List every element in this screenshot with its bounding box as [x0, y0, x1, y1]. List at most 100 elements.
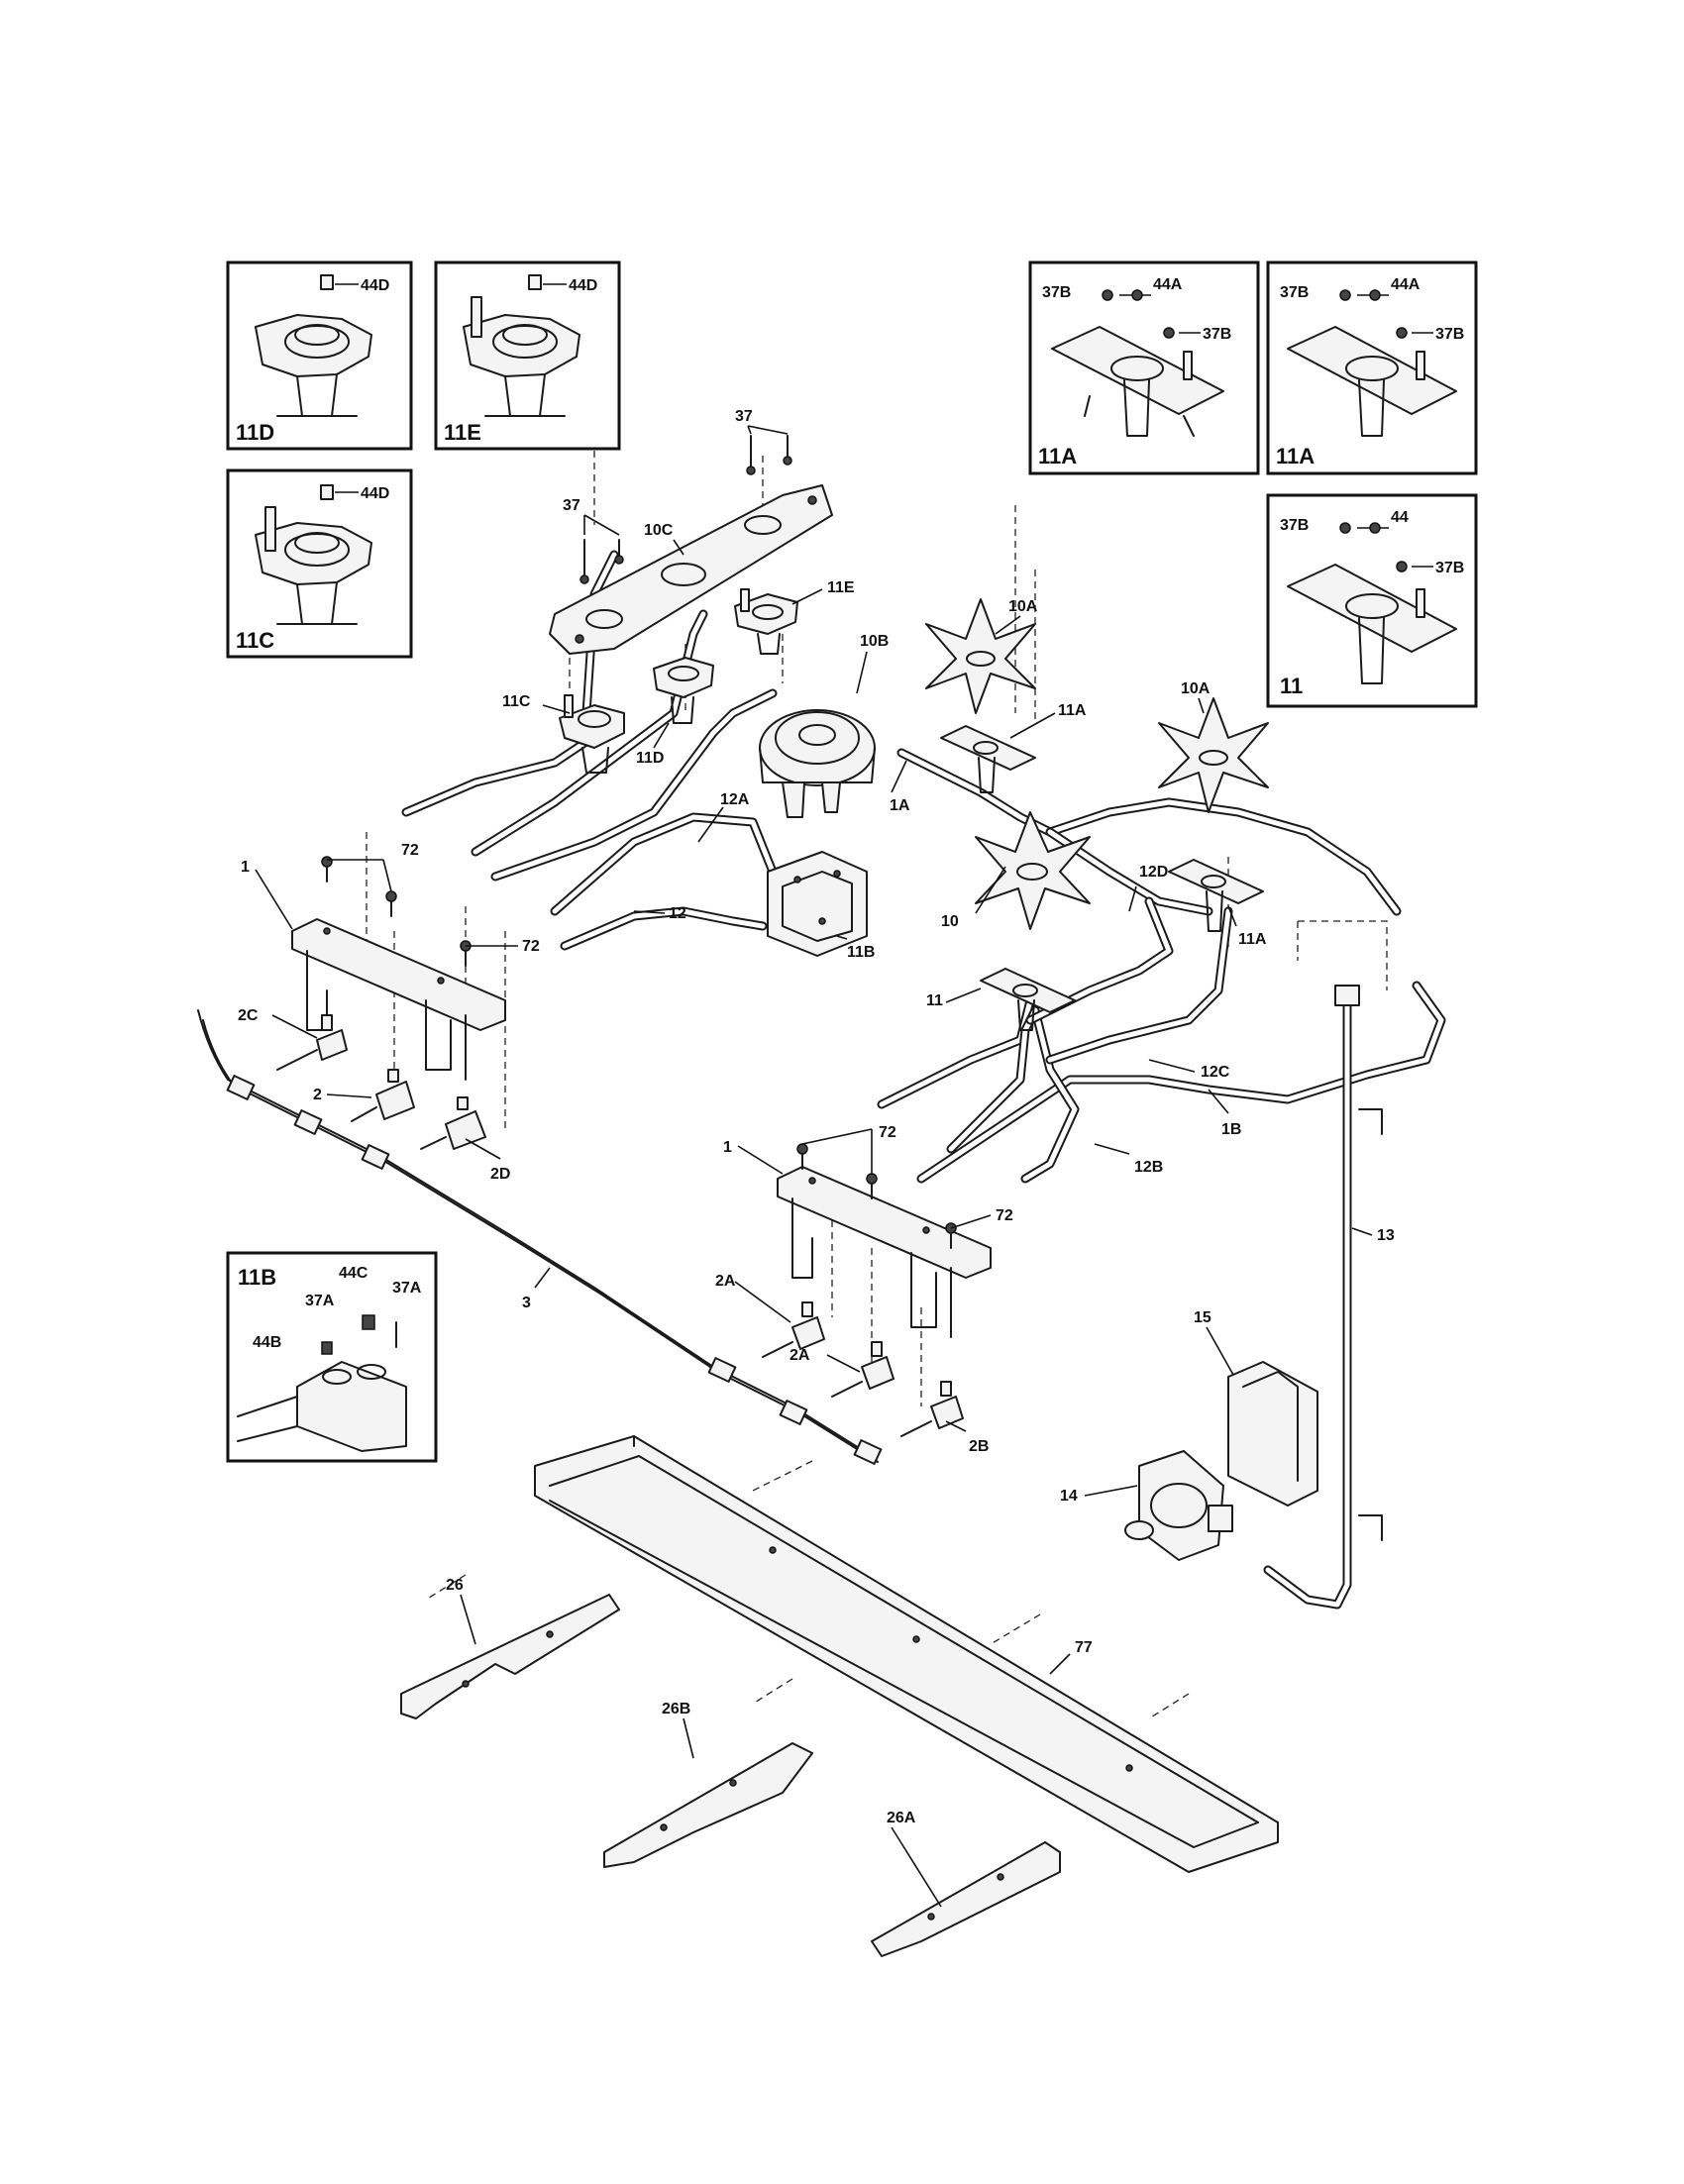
burner-bracket-11A-right — [1168, 859, 1264, 932]
bracket-26B — [603, 1742, 813, 1868]
inset-11A-2-callout-44A: 44A — [1391, 276, 1421, 293]
callout-2A-right: 2A — [789, 1347, 810, 1364]
callout-11B: 11B — [847, 944, 875, 961]
callout-3: 3 — [522, 1295, 531, 1311]
callout-1B: 1B — [1221, 1121, 1241, 1138]
burner-head-11D — [653, 657, 714, 724]
valve-2D — [420, 1096, 486, 1150]
callout-2: 2 — [313, 1087, 322, 1103]
valve-2A-left — [762, 1301, 825, 1358]
callout-1A: 1A — [890, 797, 910, 814]
callout-12D: 12D — [1139, 864, 1168, 881]
burner-cover-10C — [549, 484, 833, 655]
callout-2B: 2B — [969, 1438, 989, 1455]
burner-bracket-11A-top — [940, 725, 1036, 793]
inset-11C: 11C 44D — [226, 468, 413, 659]
callout-12C: 12C — [1201, 1064, 1230, 1081]
inset-11D-burner-head — [255, 274, 372, 417]
callout-11: 11 — [926, 992, 943, 1009]
bracket-26 — [400, 1594, 620, 1719]
callout-13: 13 — [1377, 1227, 1395, 1244]
inset-11A-1-title: 11A — [1038, 444, 1077, 468]
inset-11-callout-37B-side: 37B — [1435, 560, 1464, 576]
callout-72-mid-left: 72 — [522, 938, 540, 955]
callout-72-top-left: 72 — [401, 842, 419, 859]
inset-11E-title: 11E — [444, 420, 481, 445]
star-burner-10A-right — [1158, 697, 1269, 813]
callout-11D: 11D — [636, 750, 664, 767]
callout-10A-top: 10A — [1008, 598, 1038, 615]
inset-11A-2-callout-37B-top: 37B — [1280, 284, 1309, 301]
callout-11A-right: 11A — [1238, 931, 1267, 948]
star-burner-10A-top — [925, 598, 1036, 714]
callout-11C: 11C — [502, 693, 531, 710]
callout-37-left: 37 — [563, 497, 580, 514]
manifold-tube-13 — [1263, 985, 1383, 1610]
callout-2D: 2D — [490, 1166, 510, 1183]
callout-10B: 10B — [860, 633, 889, 650]
inset-11A-1-callout-37B-side: 37B — [1203, 326, 1231, 343]
callout-12A: 12A — [720, 791, 750, 808]
callout-labels: 37 37 10C 11E 10B 10A 11A 10A 11C 11D 12… — [238, 408, 1395, 1826]
burner-head-11E — [734, 588, 798, 655]
callout-12B: 12B — [1134, 1159, 1163, 1176]
inset-11D-callout-44D: 44D — [361, 277, 389, 294]
callout-72-right-top: 72 — [879, 1124, 896, 1141]
inset-11C-title: 11C — [236, 628, 274, 653]
frame-rail-77 — [534, 1435, 1279, 1873]
inset-11A-1: 11A 37B 44A 37B — [1028, 260, 1260, 475]
bracket-11B — [767, 851, 868, 957]
inset-11B-callout-44B: 44B — [253, 1334, 281, 1351]
callout-72-right-mid: 72 — [996, 1207, 1013, 1224]
inset-11A-2: 11A 37B 44A 37B — [1266, 260, 1478, 475]
screws-37 — [579, 435, 792, 584]
inset-11-callout-44: 44 — [1391, 509, 1409, 526]
callout-77: 77 — [1075, 1639, 1093, 1656]
inset-11C-burner-head — [255, 484, 372, 625]
callout-14: 14 — [1060, 1488, 1078, 1505]
inset-11E-callout-44D: 44D — [569, 277, 597, 294]
callout-10A-right: 10A — [1181, 680, 1210, 697]
callout-2C: 2C — [238, 1007, 259, 1024]
inset-11B: 11B 44C 37A 37A 44B — [226, 1251, 438, 1463]
callout-26B: 26B — [662, 1701, 690, 1717]
inset-11E-burner-head — [463, 274, 580, 417]
callout-26: 26 — [446, 1577, 464, 1594]
callout-26A: 26A — [887, 1810, 916, 1826]
callout-37-top: 37 — [735, 408, 753, 425]
star-burner-10 — [975, 811, 1091, 930]
callout-1-left: 1 — [241, 859, 250, 876]
callout-12: 12 — [669, 905, 686, 922]
inset-11B-title: 11B — [238, 1265, 276, 1290]
inset-11D-title: 11D — [236, 420, 274, 445]
inset-11: 11 37B 44 37B — [1266, 493, 1478, 708]
burner-bracket-11 — [980, 968, 1076, 1031]
callout-10: 10 — [941, 913, 959, 930]
bracket-26A — [871, 1841, 1061, 1957]
bracket-15 — [1227, 1361, 1318, 1507]
inset-11C-callout-44D: 44D — [361, 485, 389, 502]
valve-2 — [351, 1069, 415, 1122]
inset-11-title: 11 — [1280, 674, 1303, 698]
pressure-regulator-14 — [1124, 1450, 1233, 1561]
inset-11B-callout-44C: 44C — [339, 1265, 368, 1282]
inset-11A-1-callout-37B-top: 37B — [1042, 284, 1071, 301]
inset-11-bracket — [1287, 564, 1457, 684]
inset-11A-1-bracket — [1051, 326, 1224, 437]
inset-11A-2-bracket — [1287, 326, 1457, 437]
valve-2A-right — [831, 1341, 895, 1398]
inset-11B-callout-37A-right: 37A — [392, 1280, 422, 1297]
valve-2B — [900, 1381, 964, 1437]
burner-10B — [759, 709, 876, 818]
callout-11A-top: 11A — [1058, 702, 1087, 719]
callout-1-right: 1 — [723, 1139, 732, 1156]
inset-11E: 11E 44D — [434, 260, 621, 451]
inset-11B-callout-37A-left: 37A — [305, 1293, 335, 1309]
inset-11A-2-callout-37B-side: 37B — [1435, 326, 1464, 343]
callout-15: 15 — [1194, 1309, 1211, 1326]
inset-11B-bracket — [237, 1314, 407, 1452]
callout-2A-left: 2A — [715, 1273, 736, 1290]
inset-11-callout-37B-top: 37B — [1280, 517, 1309, 534]
